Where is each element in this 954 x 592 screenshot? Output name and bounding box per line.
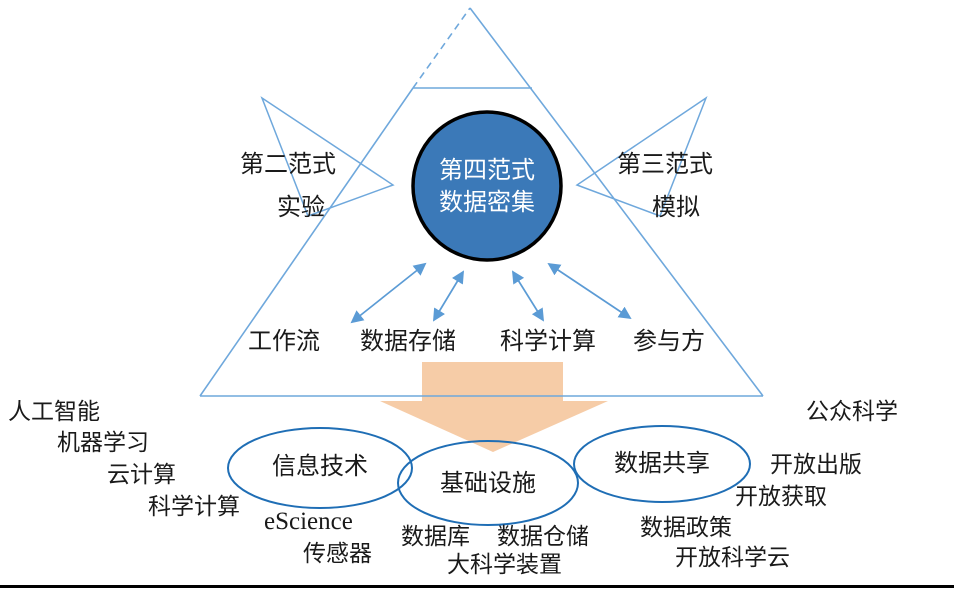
term-artificial-intelligence: 人工智能: [8, 398, 100, 424]
term-data-warehouse: 数据仓储: [497, 523, 589, 549]
funnel-down-arrow: [380, 362, 608, 452]
third-paradigm-subtitle: 模拟: [652, 194, 700, 221]
third-paradigm-title: 第三范式: [617, 151, 713, 178]
second-paradigm-triangle: [260, 96, 395, 217]
pillar-data-storage: 数据存储: [360, 328, 456, 355]
term-machine-learning: 机器学习: [57, 429, 149, 455]
fourth-paradigm-circle: [411, 110, 563, 262]
pillar-workflow: 工作流: [248, 328, 320, 355]
term-data-policy: 数据政策: [640, 514, 732, 540]
bidirectional-arrow-participants: [547, 262, 632, 320]
second-paradigm-title: 第二范式: [240, 151, 336, 178]
fourth-paradigm-line1: 第四范式: [439, 157, 535, 184]
bidirectional-arrow-workflow: [350, 262, 427, 324]
pillar-scientific-computing: 科学计算: [500, 328, 596, 355]
bottom-divider-line: [0, 585, 954, 588]
ellipse-label-infrastructure: 基础设施: [440, 470, 536, 497]
ellipse-data-sharing: [573, 425, 751, 503]
apex-dashed-edge: [412, 7, 471, 89]
term-database: 数据库: [401, 523, 470, 549]
term-open-science-cloud: 开放科学云: [675, 544, 790, 570]
fourth-paradigm-label: 第四范式 数据密集: [397, 155, 577, 218]
third-paradigm-triangle: [575, 96, 708, 217]
term-big-science-facility: 大科学装置: [447, 551, 562, 577]
bidirectional-arrow-data-storage: [433, 270, 464, 322]
term-open-publishing: 开放出版: [770, 451, 862, 477]
term-cloud-computing: 云计算: [107, 461, 176, 487]
ellipse-infrastructure: [397, 440, 579, 526]
fourth-paradigm-line2: 数据密集: [439, 188, 535, 216]
second-paradigm-subtitle: 实验: [277, 194, 325, 221]
term-citizen-science: 公众科学: [806, 398, 898, 424]
term-sensors: 传感器: [303, 540, 372, 566]
main-triangle-outline: [199, 7, 764, 397]
term-scientific-computing: 科学计算: [148, 493, 240, 519]
ellipse-label-data-sharing: 数据共享: [614, 450, 710, 477]
term-open-access: 开放获取: [735, 483, 827, 509]
term-escience: eScience: [264, 508, 353, 535]
ellipse-information-technology: [227, 427, 413, 509]
ellipse-label-information-technology: 信息技术: [272, 453, 368, 480]
bidirectional-arrow-scientific-computing: [511, 270, 545, 322]
pillar-participants: 参与方: [633, 328, 705, 355]
